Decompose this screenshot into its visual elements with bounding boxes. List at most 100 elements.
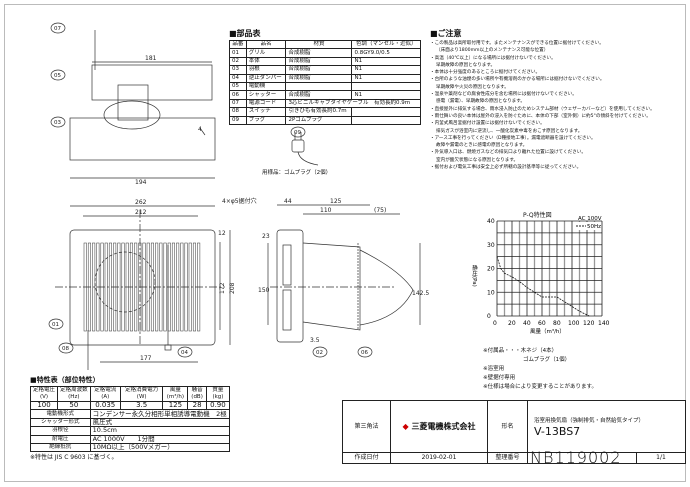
series-line-50Hz (496, 256, 590, 317)
callout-label: 05 (54, 73, 61, 79)
spec-value: 50 (57, 400, 91, 411)
callout-bubble (177, 346, 193, 358)
cell: 09 (229, 115, 247, 125)
accessory-line: ※仕様は場合により変更することがあります。 (483, 384, 597, 390)
spec-label: 耐電圧 (30, 434, 91, 444)
callout-label: 01 (52, 322, 59, 328)
callout-bubble (50, 22, 66, 34)
note-line: ・本体は十分強度のあるところに据付けてください。 (430, 70, 541, 76)
note-line: ・据付および電気工事は安全上必ず所轄の設計基準等に従ってください。 (430, 165, 582, 171)
chart-title: P-Q特性図 (523, 212, 552, 219)
y-tick-label: 40 (487, 218, 495, 225)
side-view (267, 204, 421, 343)
cell: プラグ (245, 115, 287, 125)
spec-header: 定格電圧 (V) (29, 386, 59, 402)
cell: 引きひも有効長約0.7m (285, 107, 353, 117)
dimension-label: 44 (284, 198, 292, 205)
callout-bubble (50, 116, 66, 128)
accessories-list: ※付属品・・・木ネジ（4本）ゴムプラグ（1個）※浴室用※壁据付専用※仕様は場合に… (483, 347, 597, 392)
spec-header: 質量 (kg) (205, 386, 231, 402)
date-value: 2019-02-01 (390, 451, 488, 465)
x-tick-label: 120 (583, 320, 595, 327)
spec-row: 電動機形式コンデンサー永久分相形単相誘導電動機 2極 (30, 409, 231, 419)
spec-value: 0.035 (89, 400, 121, 411)
cell: 2Pゴムプラグ (285, 115, 353, 125)
note-line: ・アース工事を行ってください（D種接地工事）。漏電遮断器を設けてください。 (430, 135, 596, 141)
cell: グリル (245, 48, 287, 58)
cell: N1 (351, 65, 421, 75)
sheet-number: 1/1 (636, 451, 686, 465)
callout-label: 06 (361, 350, 368, 356)
note-line: 排気ガスが浴室内に逆流し、一酸化炭素中毒をおこす原因となります。 (436, 128, 583, 134)
dimension-label: 194 (135, 179, 147, 186)
x-tick-label: 60 (538, 320, 546, 327)
model-label: 形名 (487, 400, 528, 453)
dimension-label: 23 (262, 233, 270, 240)
callout-bubble (48, 318, 64, 330)
spec-value: 125 (162, 400, 189, 411)
callout-label: 02 (316, 350, 323, 356)
y-tick-label: 10 (487, 289, 495, 296)
dimension-label: 4 (198, 126, 202, 133)
x-tick-label: 20 (508, 320, 516, 327)
dimension-label: 208 (229, 282, 236, 294)
plug-drawing (291, 132, 319, 166)
dimension-label: 212 (135, 209, 147, 216)
callout-bubble (290, 126, 306, 138)
title-block: 第三角法 ◆ 三菱電機株式会社 形名 浴室用換気扇（強制排気・自然給気タイプ）V… (342, 400, 686, 466)
notes-list: ・この製品は高所取付用です。またメンテナンスができる位置に据付けてください。 （床… (430, 40, 685, 171)
note-line: ・この製品は高所取付用です。またメンテナンスができる位置に据付けてください。 (430, 41, 604, 46)
document-number: NB119002 (527, 450, 637, 466)
x-tick-label: 100 (568, 320, 580, 327)
y-tick-label: 0 (487, 313, 491, 320)
callout-bubble (50, 69, 66, 81)
cell: 電動機 (245, 81, 287, 92)
accessory-line: ※付属品・・・木ネジ（4本） (483, 348, 558, 354)
legend-box (574, 222, 601, 230)
callout-bubble (58, 342, 74, 354)
cell (351, 115, 421, 125)
spec-value: 100 (29, 400, 59, 411)
callout-label: 07 (54, 26, 61, 32)
dimension-label: 3.5 (310, 337, 320, 344)
cell: 品番 (229, 39, 247, 50)
model-number: V-13BS7 (534, 424, 581, 438)
spec-label: 絶縁抵抗 (30, 442, 91, 453)
note-line: （床面より1800mm以上のメンテナンス可能な位置） (436, 48, 549, 54)
cell: N1 (351, 56, 421, 67)
dimension-labels: 181 194 4 262 212 172 208 12 177 4×φ5据付穴… (135, 55, 429, 362)
note-line: 故障や漏電のときに感電の原因となります。 (436, 143, 528, 149)
cell: 0.8GY9.0/0.5 (351, 48, 421, 58)
note-line: ・高温（40℃以上）になる場所には据付けないでください。 (430, 55, 556, 61)
cell: 合成樹脂 (285, 90, 353, 100)
note-line: ・外気導入口は、燃焼ガスなどの排気口より離れた位置に設けてください。 (430, 150, 586, 156)
x-tick-label: 0 (493, 320, 497, 327)
cell (285, 81, 353, 92)
dimension-label: 150 (258, 287, 270, 294)
callout-label: 03 (54, 120, 61, 126)
spec-header: 定格消費電力 (W) (119, 386, 164, 402)
cell: 07 (229, 98, 247, 109)
notes-title: ■ご注意 (430, 29, 462, 38)
note-line: 早期故障や火災の原因となります。 (436, 84, 509, 90)
parts-header: 品番品名材質色調（マンセル・近似） (229, 39, 421, 50)
dimension-label: 12 (218, 230, 226, 237)
accessory-line: ※浴室用 (483, 366, 505, 372)
cell: スイッチ (245, 107, 287, 117)
dimension-label: 142.5 (412, 290, 429, 297)
cell: 品名 (245, 39, 287, 50)
cell: 03 (229, 65, 247, 75)
callout-bubble (312, 346, 328, 358)
dimension-label: 125 (330, 198, 342, 205)
